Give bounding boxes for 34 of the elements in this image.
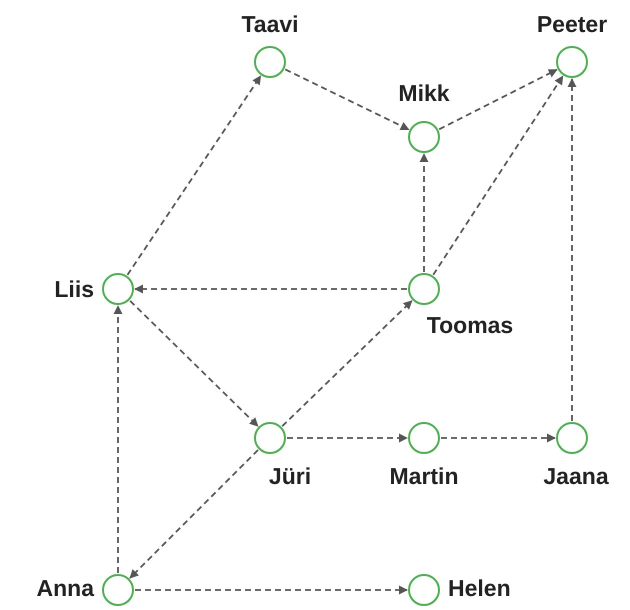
node-circle [408,422,440,454]
arrow [130,300,258,427]
node-label: Mikk [398,82,450,104]
node-label: Liis [54,278,94,300]
node-circle [408,273,440,305]
node-circle [556,422,588,454]
node-circle [102,273,134,305]
arrow [129,449,259,579]
arrow [126,75,262,276]
arrow [114,305,122,573]
node-label: Jüri [268,464,312,488]
arrow [420,153,428,272]
node-circle [556,46,588,78]
node-label: Jaana [543,464,609,488]
arrow [438,68,558,130]
node-label: Helen [448,576,511,600]
node-label: Anna [36,576,94,600]
node-circle [408,574,440,606]
arrow [432,75,564,276]
node-label: Martin [390,464,458,488]
node-circle [254,422,286,454]
node-circle [254,46,286,78]
arrow [441,434,556,442]
arrow [134,284,407,294]
node-label: Peeter [536,12,608,36]
arrow [284,68,410,130]
arrow [135,586,408,594]
node-label: Taavi [241,12,299,36]
arrow [568,78,576,421]
node-circle [408,121,440,153]
arrow [287,434,408,442]
arrow [282,300,412,427]
node-circle [102,574,134,606]
node-label: Toomas [426,314,514,336]
